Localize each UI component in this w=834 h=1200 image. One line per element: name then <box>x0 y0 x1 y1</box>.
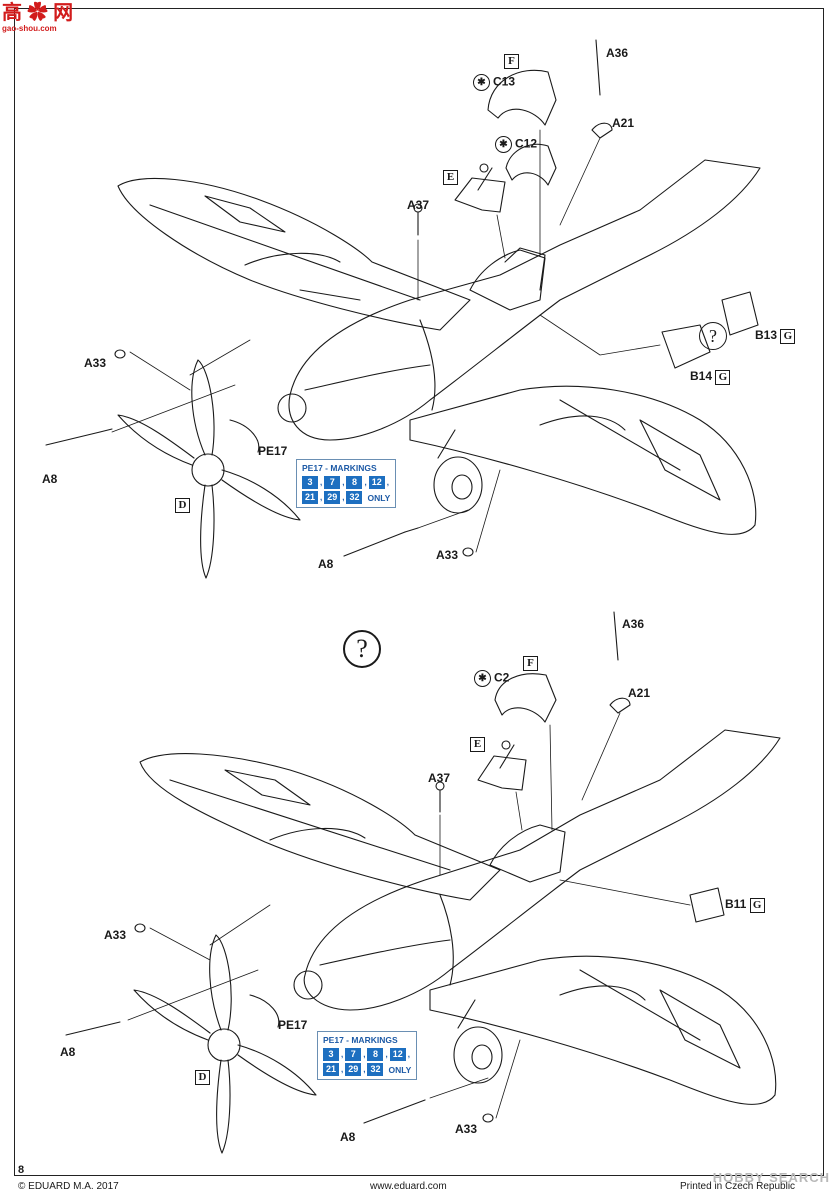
box-e-lower: E <box>470 737 485 752</box>
label-a36-lower: A36 <box>622 617 645 631</box>
marking-chip: 32 <box>367 1063 384 1076</box>
label-pe17-upper: PE17 <box>258 444 288 458</box>
markings-row1-upper: 3, 7, 8, 12, <box>302 476 390 489</box>
markings-row2-lower: 21, 29, 32 ONLY <box>323 1063 411 1076</box>
markings-title-upper: PE17 - MARKINGS <box>302 463 377 473</box>
label-a33-lower-bottom: A33 <box>455 1122 478 1136</box>
lower-aircraft <box>65 611 781 1154</box>
label-a21-lower: A21 <box>628 686 651 700</box>
site-logo-domain: gao-shou.com <box>2 24 57 33</box>
marking-chip: 12 <box>389 1048 406 1061</box>
watermark: HOBBY SEARCH <box>712 1170 830 1185</box>
label-a8-upper-top: A8 <box>42 472 58 486</box>
markings-suffix-lower: ONLY <box>388 1064 412 1075</box>
star-icon: ✱ <box>495 136 512 153</box>
label-c2: ✱C2 <box>474 670 509 687</box>
label-a37-upper: A37 <box>407 198 430 212</box>
label-b14: B14 G <box>690 369 731 385</box>
page-number: 8 <box>18 1164 25 1176</box>
marking-chip: 3 <box>302 476 318 489</box>
label-a8-lower-bottom: A8 <box>340 1130 356 1144</box>
footer-website[interactable]: www.eduard.com <box>370 1181 447 1192</box>
site-logo-glyphs: 高 ✿ 网 <box>2 2 74 24</box>
label-c12-text: C12 <box>515 136 538 151</box>
footer-copyright: © EDUARD M.A. 2017 <box>18 1181 119 1192</box>
markings-row1-lower: 3, 7, 8, 12, <box>323 1048 411 1061</box>
box-g-b14: G <box>715 370 731 385</box>
marking-chip: 12 <box>368 476 385 489</box>
markings-row2-upper: 21, 29, 32 ONLY <box>302 491 390 504</box>
label-a8-upper-bottom: A8 <box>318 557 334 571</box>
label-b11: B11 G <box>725 897 765 913</box>
box-e-upper: E <box>443 170 458 185</box>
marking-chip: 7 <box>324 476 341 489</box>
markings-suffix-upper: ONLY <box>367 492 391 503</box>
upper-aircraft <box>45 39 761 579</box>
marking-chip: 8 <box>367 1048 384 1061</box>
box-g-b11: G <box>749 898 765 913</box>
lower-leader-lines <box>127 712 691 1119</box>
marking-chip: 7 <box>345 1048 362 1061</box>
markings-note-lower: PE17 - MARKINGS 3, 7, 8, 12, 21, 29, 32 … <box>317 1031 418 1080</box>
label-a8-lower-top: A8 <box>60 1045 76 1059</box>
label-c2-text: C2 <box>494 670 510 685</box>
label-b14-text: B14 <box>690 369 713 383</box>
marking-chip: 3 <box>323 1048 339 1061</box>
marking-chip: 21 <box>323 1063 339 1076</box>
marking-chip: 29 <box>324 491 341 504</box>
box-f-lower: F <box>523 656 538 671</box>
box-d-upper: D <box>175 498 190 513</box>
option-symbol-lower: ? <box>343 630 381 668</box>
box-d-lower: D <box>195 1070 210 1085</box>
star-icon: ✱ <box>474 670 491 687</box>
markings-note-upper: PE17 - MARKINGS 3, 7, 8, 12, 21, 29, 32 … <box>296 459 397 508</box>
label-a33-upper-bottom: A33 <box>436 548 459 562</box>
star-icon: ✱ <box>473 74 490 91</box>
upper-leader-lines <box>111 129 661 553</box>
box-g-b13: G <box>780 329 796 344</box>
label-a21-upper: A21 <box>612 116 635 130</box>
label-b13-text: B13 <box>755 328 778 342</box>
label-b11-text: B11 <box>725 897 747 911</box>
label-pe17-lower: PE17 <box>278 1018 308 1032</box>
marking-chip: 32 <box>346 491 363 504</box>
footer-printed: Printed in Czech Republic <box>680 1181 796 1192</box>
label-c13-text: C13 <box>493 74 516 89</box>
label-a36-upper: A36 <box>606 46 629 60</box>
label-a33-upper-top: A33 <box>84 356 107 370</box>
label-b13: B13 G <box>755 328 796 344</box>
marking-chip: 21 <box>302 491 318 504</box>
label-a37-lower: A37 <box>428 771 451 785</box>
instruction-sheet <box>14 8 824 1176</box>
box-f-upper: F <box>504 54 519 69</box>
markings-title-lower: PE17 - MARKINGS <box>323 1035 398 1045</box>
label-c12: ✱C12 <box>495 136 537 153</box>
option-symbol-upper: ? <box>699 322 727 350</box>
marking-chip: 29 <box>345 1063 362 1076</box>
site-logo: 高 ✿ 网 gao-shou.com <box>2 2 73 33</box>
label-c13: ✱C13 <box>473 74 515 91</box>
marking-chip: 8 <box>346 476 363 489</box>
label-a33-lower-top: A33 <box>104 928 127 942</box>
